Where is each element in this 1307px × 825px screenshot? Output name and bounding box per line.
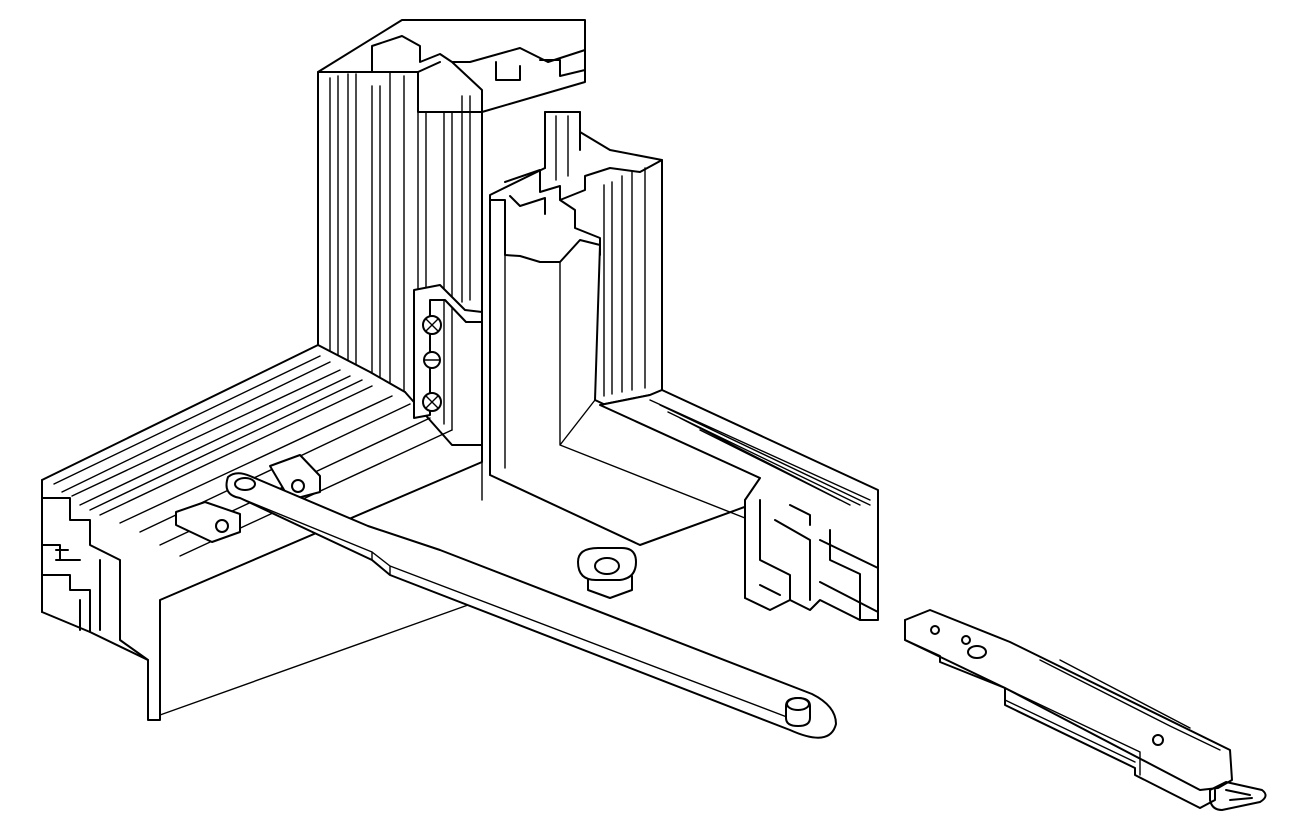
track-hole-left [930,625,940,635]
floor-pivot-cup [577,547,637,599]
sash-horizontal-grooves [649,399,871,506]
stay-slider-screw [215,519,229,533]
sash-corner-profile [489,111,879,621]
stay-arm-rivet-left [234,477,256,491]
stay-arm-edge [239,497,801,723]
sash-vertical-top-end [504,111,663,263]
stay-arm-body [225,472,837,739]
restrictor-slider-track [904,609,1267,811]
stay-arm-rivet-right-top [786,697,810,711]
track-base-plate [904,609,1233,791]
track-channel [1004,659,1221,776]
corner-frame-profile [41,19,586,721]
screw-cross-bottom [425,395,439,409]
restrictor-stay-arm [175,454,837,739]
sash-vertical-grooves [555,115,646,397]
track-end-clip [1209,781,1267,811]
track-adjust-screw-2 [961,635,971,645]
hinge-bracket [413,284,483,419]
sash-inner-bead [489,199,776,546]
frame-vertical-grooves [329,71,471,431]
sash-end-profile [744,499,879,621]
frame-vertical-top-end [317,35,586,113]
pivot-cup-body [587,575,633,599]
track-front-face [904,619,1216,809]
pivot-cup-hole [594,557,620,575]
track-hole-right [1152,734,1164,746]
screw-cross-top [425,318,439,332]
sash-bead-lines [504,254,751,521]
frame-horizontal-end-profile [41,479,149,661]
track-adjust-screw [967,645,987,659]
hinge-screws [413,284,483,419]
stay-arm-pivot-screw [291,479,305,493]
